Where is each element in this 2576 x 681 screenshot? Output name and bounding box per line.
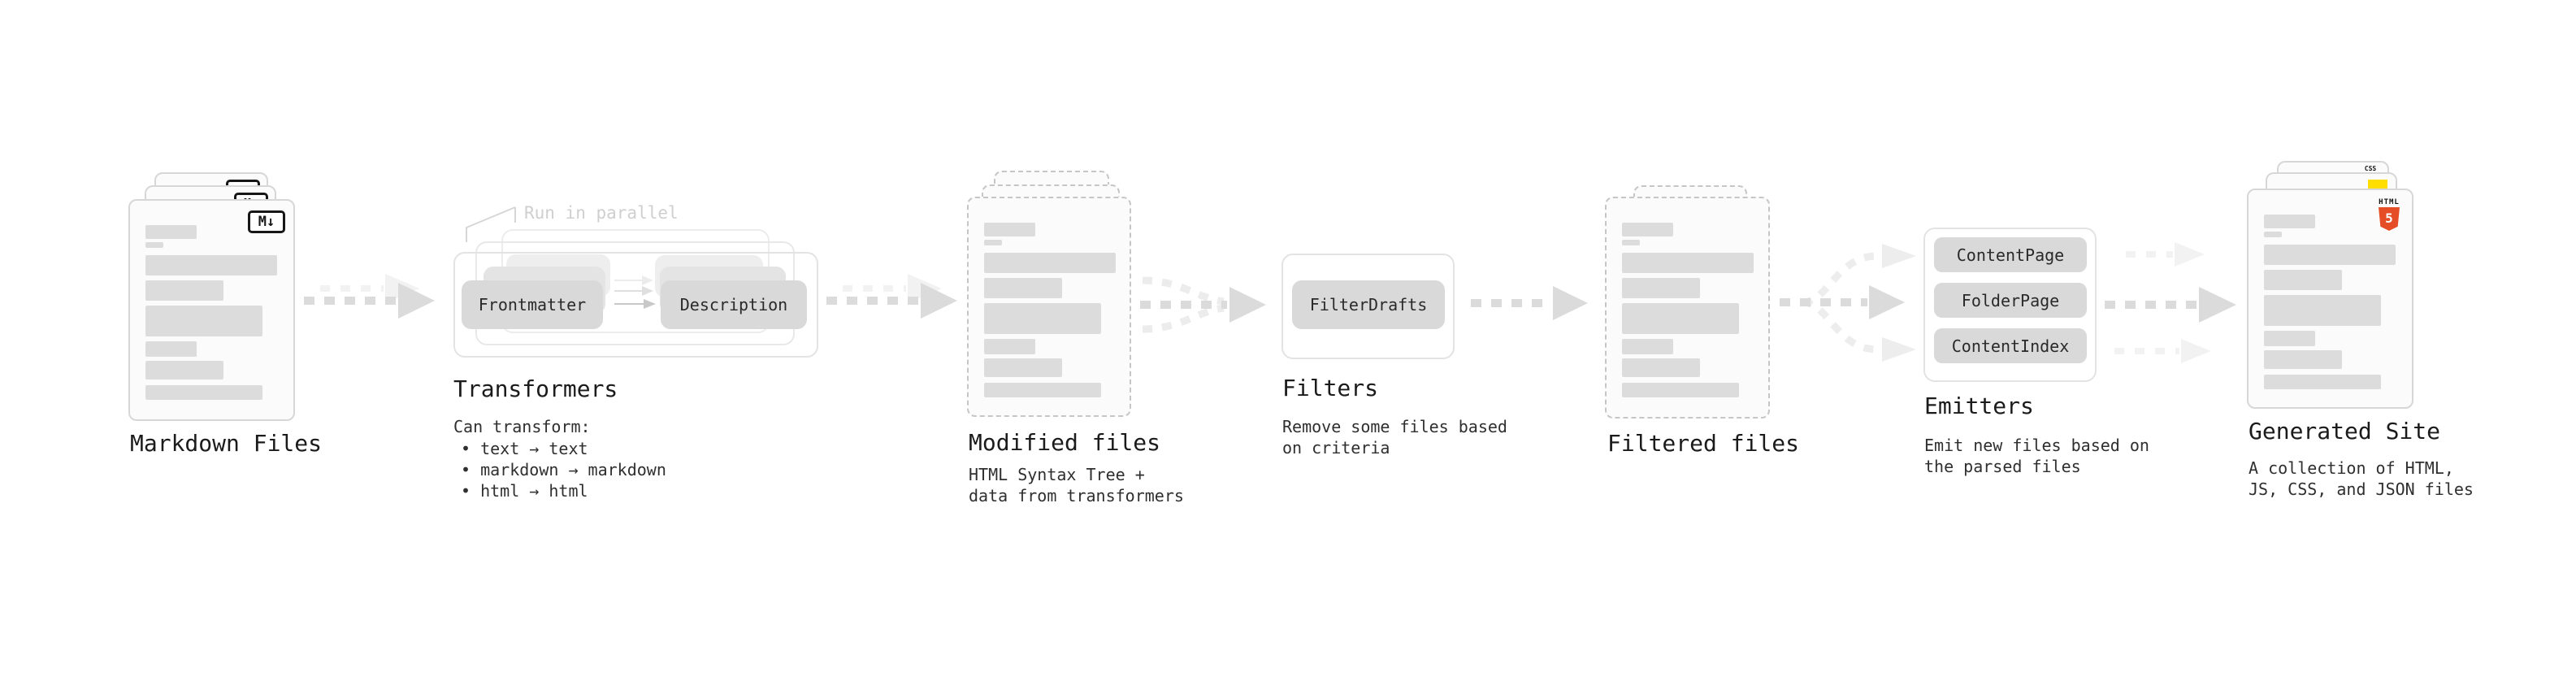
- filtered-file-card: [1605, 197, 1770, 419]
- placeholder-bar: [2264, 270, 2342, 290]
- markdown-files-title: Markdown Files: [130, 430, 323, 457]
- emitters-title: Emitters: [1924, 393, 2034, 419]
- transformers-bullet: • markdown → markdown: [461, 460, 666, 479]
- filterdrafts-step: FilterDrafts: [1292, 280, 1445, 329]
- placeholder-bar: [145, 306, 262, 336]
- placeholder-bar: [1622, 240, 1640, 245]
- placeholder-bar: [145, 280, 223, 301]
- placeholder-bar: [2264, 331, 2315, 346]
- arrow-filters-to-filtered: [1471, 286, 1588, 320]
- contentindex-emitter: ContentIndex: [1934, 328, 2087, 363]
- placeholder-bar: [1622, 278, 1700, 298]
- description-step: Description: [661, 280, 807, 329]
- parallel-note: Run in parallel: [524, 203, 679, 223]
- placeholder-bar: [1622, 339, 1673, 354]
- markdown-files-stack: M↓ M↓ M↓: [126, 159, 305, 427]
- markdown-file-card: M↓: [128, 199, 295, 421]
- placeholder-bar: [145, 225, 197, 239]
- placeholder-bar: [984, 339, 1035, 354]
- html5-icon: HTML 5: [2376, 198, 2402, 231]
- generated-site-title: Generated Site: [2249, 418, 2441, 445]
- placeholder-bar: [145, 341, 197, 357]
- transformers-title: Transformers: [453, 375, 618, 402]
- js-icon: [2368, 180, 2387, 189]
- placeholder-bar: [2264, 215, 2315, 228]
- arrow-transformers-to-modified: [826, 274, 957, 319]
- generated-site-desc: JS, CSS, and JSON files: [2249, 479, 2474, 499]
- folderpage-emitter: FolderPage: [1934, 283, 2087, 318]
- modified-files-desc: data from transformers: [969, 486, 1184, 505]
- css-icon-label: CSS: [2364, 165, 2377, 172]
- placeholder-bar: [2264, 350, 2342, 369]
- placeholder-bar: [145, 385, 262, 400]
- placeholder-bar: [1622, 253, 1754, 273]
- placeholder-bar: [1622, 358, 1700, 377]
- placeholder-bar: [2264, 245, 2396, 265]
- file-content-bars: [1622, 223, 1754, 397]
- placeholder-bar: [2264, 295, 2381, 326]
- placeholder-bar: [1622, 303, 1739, 334]
- modified-files-title: Modified files: [969, 429, 1161, 456]
- html5-icon-shield: 5: [2379, 207, 2400, 231]
- transformers-bullet: • html → html: [461, 481, 588, 501]
- placeholder-bar: [984, 303, 1101, 334]
- placeholder-bar: [145, 361, 223, 380]
- transformers-bullet: • text → text: [461, 439, 588, 458]
- html-file-card: HTML 5: [2247, 189, 2413, 409]
- placeholder-bar: [984, 383, 1101, 397]
- placeholder-bar: [984, 240, 1002, 245]
- filtered-files-title: Filtered files: [1607, 430, 1800, 457]
- file-content-bars: [2264, 215, 2396, 389]
- placeholder-bar: [2264, 375, 2381, 389]
- placeholder-bar: [145, 242, 163, 248]
- emitters-frame: [1923, 228, 2097, 382]
- modified-files-desc: HTML Syntax Tree +: [969, 465, 1145, 484]
- filters-frame: [1281, 254, 1455, 359]
- arrow-modified-to-filters: [1140, 276, 1266, 333]
- emitters-desc: the parsed files: [1924, 457, 2081, 476]
- transformers-frame: [453, 252, 818, 358]
- filtered-files-stack: [1605, 158, 1776, 427]
- html5-icon-label: HTML: [2379, 198, 2400, 206]
- file-content-bars: [145, 225, 277, 400]
- placeholder-bar: [2264, 232, 2282, 237]
- placeholder-bar: [984, 278, 1062, 298]
- placeholder-bar: [1622, 223, 1673, 236]
- placeholder-bar: [984, 358, 1062, 377]
- placeholder-bar: [984, 223, 1035, 236]
- filters-desc: Remove some files based: [1282, 417, 1507, 436]
- frontmatter-step: Frontmatter: [462, 280, 603, 329]
- step-arrows: [614, 275, 656, 309]
- placeholder-bar: [984, 253, 1116, 273]
- arrow-emitters-to-generated: [2105, 242, 2236, 363]
- modified-files-stack: [967, 158, 1138, 427]
- arrow-filtered-to-emitters: [1780, 244, 1916, 362]
- modified-file-card: [967, 197, 1131, 417]
- filters-title: Filters: [1282, 375, 1379, 401]
- generated-site-stack: CSS HTML 5: [2244, 149, 2419, 417]
- placeholder-bar: [1622, 383, 1739, 397]
- markdown-icon: M↓: [248, 210, 285, 233]
- placeholder-bar: [145, 255, 277, 275]
- file-content-bars: [984, 223, 1116, 397]
- emitters-desc: Emit new files based on: [1924, 436, 2149, 455]
- arrow-markdown-to-transformers: [304, 274, 435, 319]
- generated-site-desc: A collection of HTML,: [2249, 458, 2454, 478]
- contentpage-emitter: ContentPage: [1934, 237, 2087, 272]
- transformers-desc: Can transform:: [453, 417, 591, 436]
- parallel-callout-line: [466, 206, 516, 242]
- filters-desc: on criteria: [1282, 438, 1390, 458]
